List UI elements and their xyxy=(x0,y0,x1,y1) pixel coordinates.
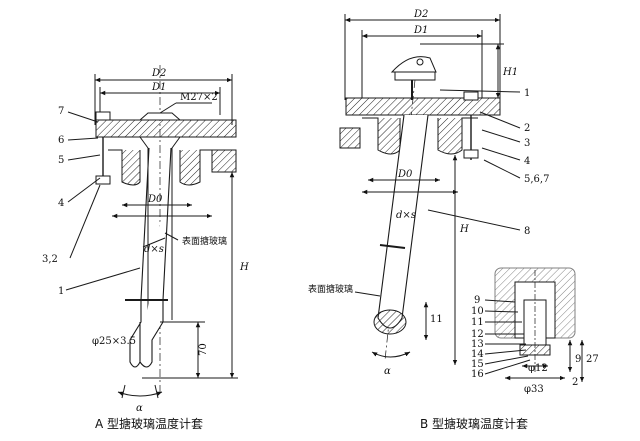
callout-11: 11 xyxy=(471,317,484,328)
label-d2-a: D2 xyxy=(151,68,166,79)
callout-1-b: 1 xyxy=(524,88,530,99)
callout-3-b: 3 xyxy=(524,138,530,149)
callout-16: 16 xyxy=(471,369,484,380)
label-h1: H1 xyxy=(502,67,518,78)
label-alpha-b: α xyxy=(384,366,391,377)
note-glass-a: 表面搪玻璃 xyxy=(182,235,227,247)
label-11: 11 xyxy=(430,314,443,325)
figure-b xyxy=(339,14,521,365)
label-d0-b: D0 xyxy=(397,169,413,180)
note-glass-b: 表面搪玻璃 xyxy=(308,283,353,295)
figure-b-labels: D2 D1 H1 D0 d×s H 11 α 表面搪玻璃 φ12 φ33 2 9… xyxy=(308,9,599,431)
callout-13: 13 xyxy=(471,339,484,350)
label-dxs-a: d×s xyxy=(144,244,164,255)
callout-14: 14 xyxy=(471,349,484,360)
label-alpha-a: α xyxy=(136,403,143,414)
figure-a xyxy=(65,65,238,399)
label-thread: M27×2 xyxy=(180,92,218,103)
label-d12: φ12 xyxy=(528,363,548,374)
callout-5: 5 xyxy=(58,155,64,166)
callout-5-6-7: 5,6,7 xyxy=(524,174,549,185)
label-tip-a: φ25×3.5 xyxy=(92,336,136,347)
label-d27: 27 xyxy=(586,354,599,365)
label-d0-a: D0 xyxy=(147,194,163,205)
callout-2-b: 2 xyxy=(524,123,530,134)
callout-4-b: 4 xyxy=(524,156,530,167)
callout-4: 4 xyxy=(58,198,64,209)
thermowell-tube-a xyxy=(129,147,172,368)
junction-head xyxy=(390,56,437,73)
callout-15: 15 xyxy=(471,359,484,370)
label-dxs-b: d×s xyxy=(396,210,416,221)
label-h-b: H xyxy=(459,224,469,235)
caption-b: B 型搪玻璃温度计套 xyxy=(420,416,528,431)
caption-a: A 型搪玻璃温度计套 xyxy=(95,416,203,431)
callout-12: 12 xyxy=(471,329,484,340)
label-d2: 2 xyxy=(572,377,578,388)
callout-3-2: 3,2 xyxy=(42,254,58,265)
detail-inset xyxy=(484,267,585,382)
callout-7: 7 xyxy=(58,106,64,117)
callout-1-a: 1 xyxy=(58,286,64,297)
label-h-a: H xyxy=(239,262,249,273)
label-d9: 9 xyxy=(575,354,581,365)
label-d33: φ33 xyxy=(524,384,544,395)
callout-9: 9 xyxy=(474,295,480,306)
flange-a xyxy=(95,119,237,138)
callout-6: 6 xyxy=(58,135,64,146)
flange-b xyxy=(345,97,501,116)
label-d1-b: D1 xyxy=(413,25,428,36)
label-d1-a: D1 xyxy=(151,82,166,93)
callout-8: 8 xyxy=(524,226,530,237)
bolt-nut-a xyxy=(95,111,111,121)
figure-a-labels: D2 D1 M27×2 D0 d×s 表面搪玻璃 φ25×3.5 70 H α … xyxy=(42,68,249,431)
label-d2-b: D2 xyxy=(413,9,428,20)
label-70: 70 xyxy=(198,343,209,356)
callout-10: 10 xyxy=(471,306,484,317)
